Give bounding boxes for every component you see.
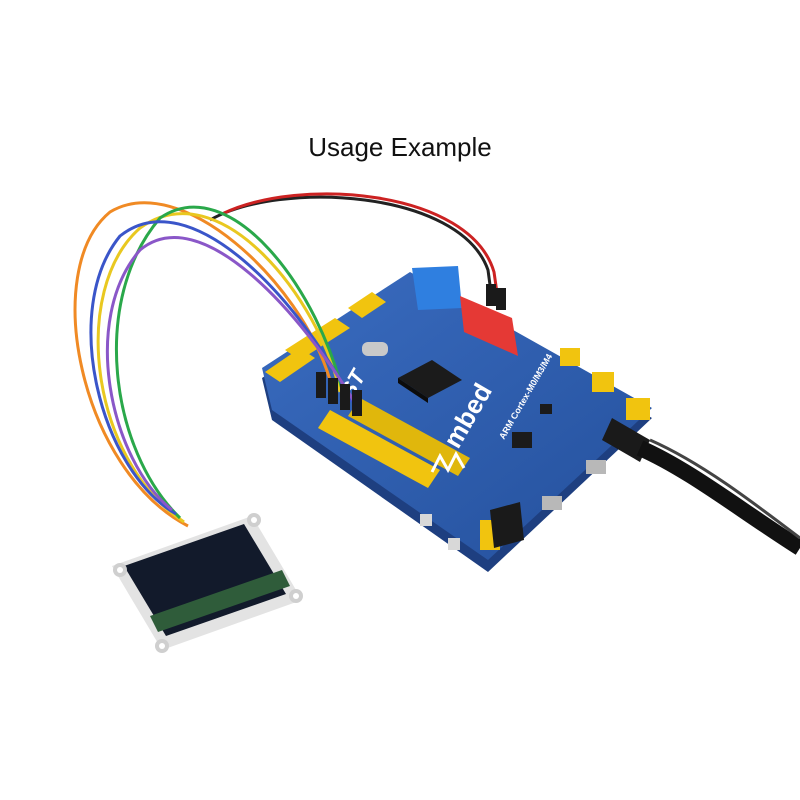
oled-module bbox=[112, 513, 303, 653]
user-button bbox=[448, 538, 460, 550]
red-header bbox=[460, 296, 518, 356]
jumper-wires bbox=[73, 192, 500, 528]
black-header bbox=[490, 502, 524, 548]
reset-button bbox=[420, 514, 432, 526]
usb-port-2 bbox=[586, 460, 606, 474]
wire-purple bbox=[105, 236, 360, 512]
dev-board bbox=[262, 272, 652, 560]
ic-small-2 bbox=[540, 404, 552, 414]
wire-connectors bbox=[316, 284, 506, 416]
power-cable bbox=[602, 418, 800, 555]
wire-green bbox=[114, 205, 346, 520]
ic-small-1 bbox=[512, 432, 532, 448]
brand-logo-icon bbox=[430, 450, 466, 474]
wire-yellow bbox=[96, 212, 342, 524]
left-pin-header bbox=[265, 292, 386, 382]
mcu-chip bbox=[398, 360, 462, 403]
wire-red bbox=[221, 192, 500, 301]
usb-port-1 bbox=[542, 496, 562, 510]
wire-orange bbox=[73, 201, 332, 528]
wire-blue bbox=[89, 220, 354, 516]
crystal-oscillator bbox=[362, 342, 388, 356]
bottom-pin-header bbox=[318, 410, 440, 488]
blue-header bbox=[412, 266, 462, 310]
page-title: Usage Example bbox=[308, 132, 492, 162]
